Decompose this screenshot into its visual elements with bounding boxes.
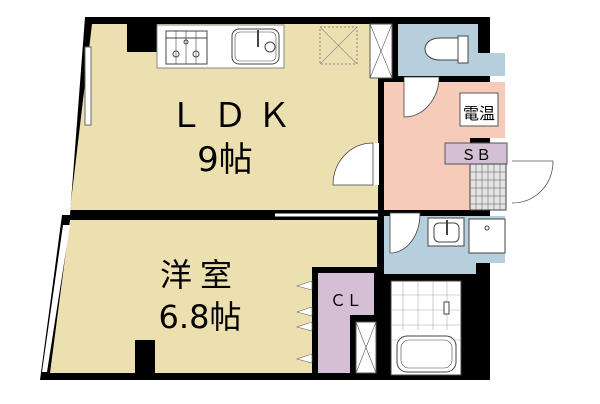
shoe-box-label: ＳＢ xyxy=(460,146,491,164)
pillar xyxy=(135,340,155,373)
refrigerator-space-icon xyxy=(319,26,358,65)
entrance-tile xyxy=(469,163,507,211)
pipe-shaft-lower xyxy=(355,321,377,374)
bathtub-icon xyxy=(396,335,457,373)
closet xyxy=(318,273,374,373)
washbasin-icon xyxy=(427,217,465,247)
window-ldk xyxy=(84,46,92,126)
water-heater-label: 電温 xyxy=(462,104,495,123)
washing-machine-pan-icon xyxy=(468,218,506,254)
pillar xyxy=(127,24,157,52)
closet-doors-icon xyxy=(295,280,313,364)
window-western xyxy=(42,225,70,372)
western-size: 6.8帖 xyxy=(158,298,242,336)
ldk-name: ＬＤＫ xyxy=(169,96,301,136)
hall-door-icon xyxy=(403,76,440,118)
water-heater-box xyxy=(459,92,499,127)
ldk-size: 9帖 xyxy=(197,140,253,180)
bathroom xyxy=(390,280,462,376)
toilet-icon xyxy=(424,35,469,64)
shower-faucet-icon xyxy=(443,301,450,315)
kitchen-sink-icon xyxy=(231,28,280,65)
western-name: 洋室 xyxy=(159,256,240,294)
ldk-door-icon xyxy=(332,142,379,186)
pipe-shaft xyxy=(369,23,393,79)
washroom-door-icon xyxy=(389,212,421,254)
entrance-door-icon xyxy=(508,160,554,205)
closet-label: ＣＬ xyxy=(329,291,362,310)
stove-icon xyxy=(165,30,208,65)
western-room xyxy=(50,220,377,373)
ldk-room xyxy=(70,24,378,210)
